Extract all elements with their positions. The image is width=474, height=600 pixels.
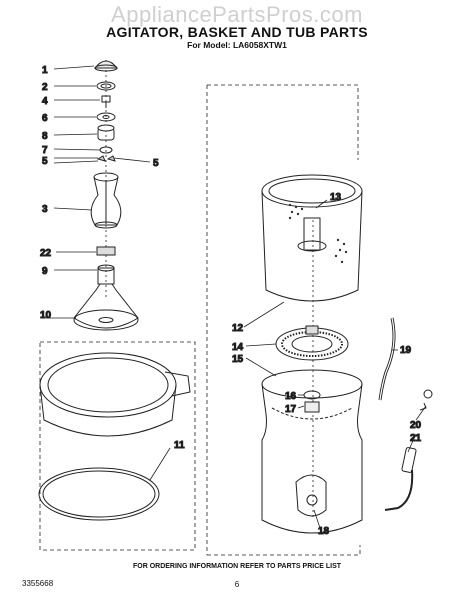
callout-22: 22 bbox=[40, 248, 52, 259]
callout-16: 16 bbox=[285, 391, 297, 402]
callout-9: 9 bbox=[42, 266, 48, 277]
callout-13: 13 bbox=[330, 192, 342, 203]
callout-8: 8 bbox=[42, 131, 48, 142]
callout-labels: 1 2 4 6 8 7 5 5 3 22 9 10 11 12 13 14 15… bbox=[40, 65, 423, 538]
model-line: For Model: LA6058XTW1 bbox=[187, 40, 287, 50]
callout-1: 1 bbox=[42, 65, 48, 76]
callout-17: 17 bbox=[285, 404, 297, 415]
watermark: AppliancePartsPros.com bbox=[111, 2, 363, 27]
callout-15: 15 bbox=[232, 354, 244, 365]
tub-ring bbox=[39, 352, 191, 437]
callout-12: 12 bbox=[232, 323, 244, 334]
basket-drive-ring bbox=[275, 325, 349, 361]
callout-20: 20 bbox=[410, 420, 422, 431]
callout-5-left: 5 bbox=[42, 156, 48, 167]
hose-parts bbox=[378, 317, 433, 511]
callout-21: 21 bbox=[410, 433, 422, 444]
page-number: 6 bbox=[234, 580, 240, 589]
callout-19: 19 bbox=[400, 345, 412, 356]
callout-5-right: 5 bbox=[153, 158, 159, 169]
callout-18: 18 bbox=[318, 526, 330, 537]
callout-7: 7 bbox=[42, 145, 48, 156]
agitator-stack bbox=[73, 60, 139, 331]
callout-2: 2 bbox=[42, 82, 48, 93]
callout-3: 3 bbox=[42, 204, 48, 215]
basket bbox=[261, 174, 363, 302]
callout-10: 10 bbox=[40, 310, 52, 321]
diagram-title: AGITATOR, BASKET AND TUB PARTS bbox=[106, 24, 368, 40]
outer-tub bbox=[261, 369, 363, 534]
callout-11: 11 bbox=[174, 440, 185, 451]
callout-4: 4 bbox=[42, 96, 48, 107]
assembly-guide-lines bbox=[39, 60, 361, 556]
callout-leaders bbox=[46, 65, 427, 529]
callout-14: 14 bbox=[232, 342, 244, 353]
tub-cover-seal bbox=[38, 467, 160, 521]
document-number: 3355668 bbox=[22, 579, 54, 588]
ordering-note: FOR ORDERING INFORMATION REFER TO PARTS … bbox=[132, 563, 342, 570]
callout-6: 6 bbox=[42, 113, 48, 124]
